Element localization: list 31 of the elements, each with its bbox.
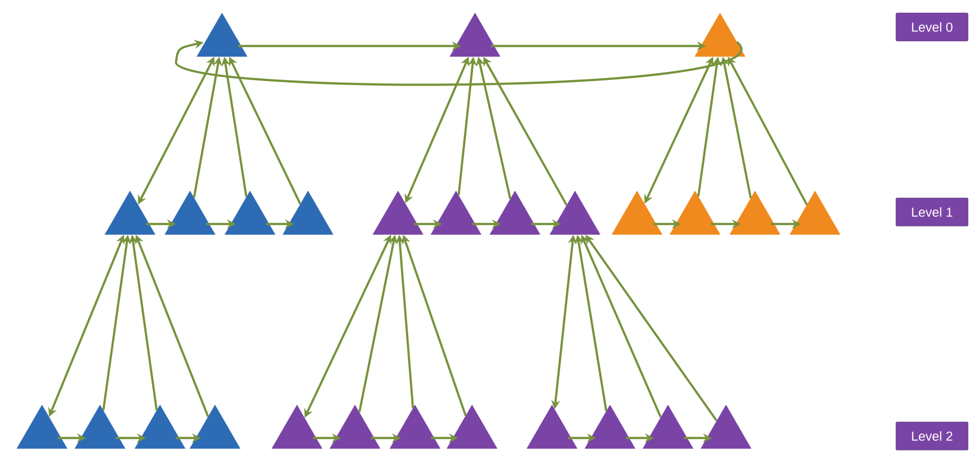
triangle bbox=[642, 404, 694, 449]
triangle bbox=[272, 404, 322, 449]
triangle bbox=[134, 404, 186, 449]
triangle bbox=[694, 12, 746, 57]
triangle bbox=[450, 12, 500, 57]
triangle bbox=[526, 404, 578, 449]
triangle bbox=[330, 404, 380, 449]
triangle bbox=[490, 190, 540, 235]
triangle bbox=[700, 404, 752, 449]
level-label: Level 1 bbox=[896, 198, 968, 226]
level-label: Level 0 bbox=[896, 12, 968, 42]
triangle bbox=[164, 190, 216, 235]
triangle bbox=[612, 190, 662, 235]
triangle bbox=[550, 190, 600, 235]
triangle bbox=[390, 404, 440, 449]
triangle bbox=[16, 404, 68, 449]
level-label: Level 2 bbox=[896, 422, 968, 450]
triangle bbox=[190, 404, 240, 449]
triangle bbox=[196, 12, 248, 57]
triangle bbox=[584, 404, 636, 449]
triangle bbox=[430, 190, 482, 235]
triangle bbox=[372, 190, 424, 235]
triangle bbox=[670, 190, 720, 235]
triangle bbox=[104, 190, 156, 235]
triangle bbox=[282, 190, 334, 235]
triangle bbox=[790, 190, 840, 235]
triangle bbox=[224, 190, 276, 235]
triangle bbox=[446, 404, 498, 449]
triangle bbox=[74, 404, 126, 449]
triangle bbox=[730, 190, 780, 235]
arrow bbox=[174, 40, 740, 86]
